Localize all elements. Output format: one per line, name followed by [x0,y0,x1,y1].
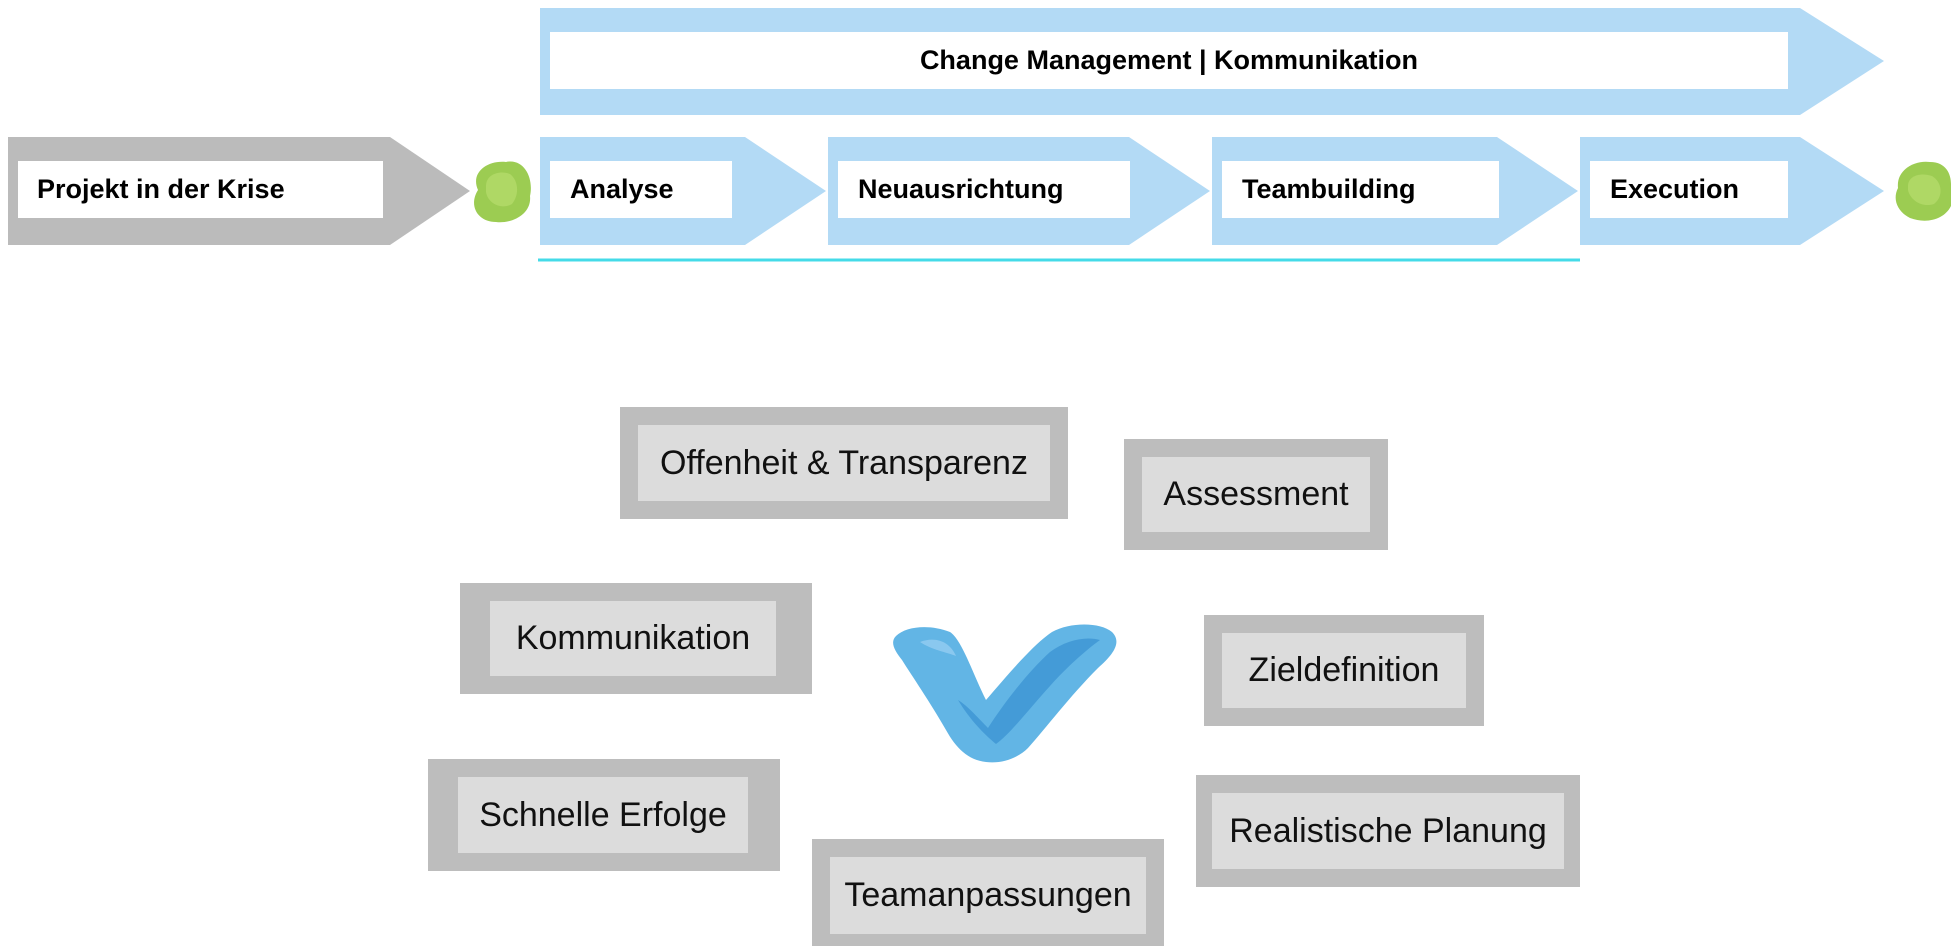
factor-label: Offenheit & Transparenz [638,425,1050,501]
factor-box-kommunikation: Kommunikation [460,583,812,694]
banner-label: Change Management | Kommunikation [919,45,1419,75]
phase-label-execution: Execution [1610,174,1740,204]
phase-inner-execution [1590,161,1788,218]
phase-inner-analyse [550,161,732,218]
start-label: Projekt in der Krise [37,174,285,204]
phase-inner-teambuilding [1222,161,1499,218]
factor-label: Assessment [1142,457,1370,532]
factor-box-realistische-planung: Realistische Planung [1196,775,1580,887]
factor-box-teamanpassungen: Teamanpassungen [812,839,1164,946]
phase-label-neuausrichtung: Neuausrichtung [858,174,1064,204]
banner-inner-box [550,32,1788,89]
factor-box-schnelle-erfolge: Schnelle Erfolge [428,759,780,871]
factor-label: Schnelle Erfolge [458,777,748,853]
factor-label: Zieldefinition [1222,633,1466,708]
factor-box-offenheit: Offenheit & Transparenz [620,407,1068,519]
green-blob-start-icon [474,161,531,223]
factor-box-zieldefinition: Zieldefinition [1204,615,1484,726]
factor-label: Teamanpassungen [830,857,1146,934]
factor-label: Realistische Planung [1212,793,1564,869]
checkmark-icon [893,624,1117,763]
green-blob-end-icon [1895,161,1951,221]
factor-label: Kommunikation [490,601,776,676]
phase-label-analyse: Analyse [570,174,674,204]
phase-inner-neuausrichtung [838,161,1130,218]
factor-box-assessment: Assessment [1124,439,1388,550]
phase-label-teambuilding: Teambuilding [1242,174,1416,204]
start-inner-box [18,161,383,218]
